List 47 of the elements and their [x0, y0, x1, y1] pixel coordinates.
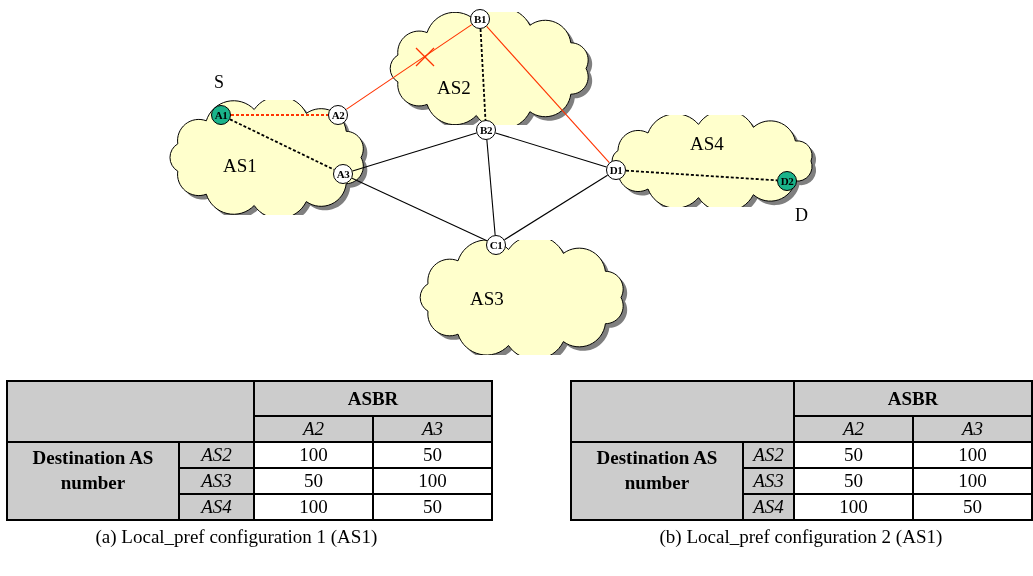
link-line: [486, 139, 496, 236]
node-label: S: [214, 72, 224, 93]
table-cell: 100: [794, 494, 913, 520]
table-cell: 50: [913, 494, 1032, 520]
table-cell: 100: [913, 442, 1032, 468]
table-cell: 100: [254, 442, 373, 468]
dashed-link: [625, 169, 778, 182]
table-cell: 100: [373, 468, 492, 494]
dashed-link: [229, 118, 335, 171]
link-line: [503, 174, 609, 241]
link-line: [495, 132, 607, 168]
header-cell: Destination AS number: [7, 442, 179, 520]
cloud-label: AS3: [470, 288, 504, 310]
cloud-label: AS4: [690, 133, 724, 155]
link-line: [486, 25, 610, 164]
dashed-link: [230, 114, 329, 116]
router-node: D1: [606, 160, 626, 180]
header-cell: A3: [373, 416, 492, 442]
table-cell: 100: [913, 468, 1032, 494]
table-cell: 100: [254, 494, 373, 520]
header-cell: AS4: [179, 494, 254, 520]
router-node: C1: [486, 235, 506, 255]
header-cell: A2: [794, 416, 913, 442]
header-cell: ASBR: [254, 381, 492, 416]
router-node: B1: [470, 9, 490, 29]
cloud-label: AS2: [437, 77, 471, 99]
header-cell: Destination AS number: [571, 442, 743, 520]
link-line: [351, 177, 488, 242]
table-caption: (b) Local_pref configuration 2 (AS1): [659, 526, 943, 548]
header-cell: AS2: [179, 442, 254, 468]
cloud-label: AS1: [223, 155, 257, 177]
table-cell: 50: [254, 468, 373, 494]
header-cell: ASBR: [794, 381, 1032, 416]
table-cell: 50: [373, 442, 492, 468]
table-cell: 50: [373, 494, 492, 520]
link-line: [352, 132, 477, 172]
table-cell: 50: [794, 442, 913, 468]
header-cell: AS3: [179, 468, 254, 494]
dashed-link: [479, 28, 487, 121]
table-caption: (a) Local_pref configuration 1 (AS1): [95, 526, 378, 548]
router-node: A2: [328, 105, 348, 125]
link-line: [345, 24, 473, 110]
router-node: B2: [476, 120, 496, 140]
table-cell: 50: [794, 468, 913, 494]
header-cell: A3: [913, 416, 1032, 442]
node-label: D: [795, 205, 808, 226]
header-cell: A2: [254, 416, 373, 442]
